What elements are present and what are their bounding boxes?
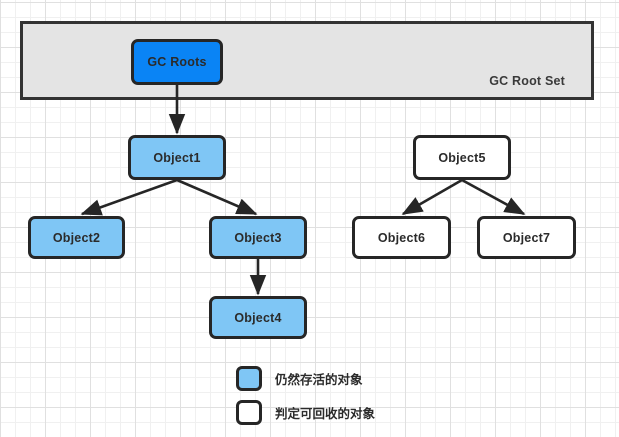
legend-swatch-dead-icon bbox=[236, 400, 262, 425]
legend-item-dead: 判定可回收的对象 bbox=[236, 400, 375, 425]
node-label: Object1 bbox=[153, 150, 201, 165]
node-object6[interactable]: Object6 bbox=[352, 216, 451, 259]
node-object7[interactable]: Object7 bbox=[477, 216, 576, 259]
edge-object1-object3 bbox=[176, 178, 258, 216]
node-label: Object4 bbox=[234, 310, 282, 325]
gc-root-set-label: GC Root Set bbox=[489, 74, 565, 88]
node-object5[interactable]: Object5 bbox=[413, 135, 511, 180]
legend-item-alive: 仍然存活的对象 bbox=[236, 366, 375, 391]
legend-swatch-alive-icon bbox=[236, 366, 262, 391]
gc-root-set-container: GC Root Set bbox=[20, 21, 594, 100]
node-object3[interactable]: Object3 bbox=[209, 216, 307, 259]
node-object2[interactable]: Object2 bbox=[28, 216, 125, 259]
edge-object1-object2 bbox=[80, 178, 178, 216]
node-label: Object3 bbox=[234, 230, 282, 245]
node-object1[interactable]: Object1 bbox=[128, 135, 226, 180]
node-gcroots[interactable]: GC Roots bbox=[131, 39, 223, 85]
legend-label-alive: 仍然存活的对象 bbox=[275, 373, 363, 387]
node-label: Object2 bbox=[52, 230, 101, 245]
node-label: Object7 bbox=[502, 230, 551, 245]
node-label: GC Roots bbox=[147, 55, 207, 69]
node-label: Object6 bbox=[377, 230, 426, 245]
node-label: Object5 bbox=[438, 150, 486, 165]
edge-object5-object7 bbox=[461, 178, 526, 216]
edge-object5-object6 bbox=[401, 178, 463, 216]
legend: 仍然存活的对象 判定可回收的对象 bbox=[236, 366, 375, 434]
legend-label-dead: 判定可回收的对象 bbox=[275, 407, 376, 421]
node-object4[interactable]: Object4 bbox=[209, 296, 307, 339]
